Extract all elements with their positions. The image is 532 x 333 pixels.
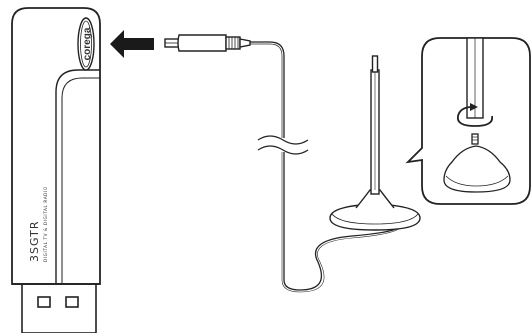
arrow-left-icon [110, 30, 154, 58]
tuner-side-panel [55, 69, 100, 284]
magnetic-antenna [329, 55, 421, 231]
connector-body [177, 34, 227, 52]
brand-name: corega [82, 27, 93, 60]
callout-screw [471, 133, 479, 145]
usb-plug [21, 282, 97, 333]
usb-contact-right [65, 296, 79, 308]
usb-contact-left [37, 296, 51, 308]
antenna-tip [371, 55, 379, 73]
model-name: 3SGTR [28, 221, 41, 262]
rotate-arrow-icon [456, 103, 494, 127]
brand-logo: corega [77, 17, 95, 71]
usb-tuner-device [11, 7, 101, 333]
tuner-side-panel-inner [61, 77, 100, 284]
antenna-base [329, 203, 421, 231]
connector-strain-relief [239, 38, 251, 48]
callout-base [443, 145, 511, 193]
model-subtitle: DIGITAL TV & DIGITAL RADIO [43, 186, 48, 262]
antenna-connector-plug [164, 34, 251, 52]
detail-callout [405, 37, 531, 205]
cable-break-mark-bottom [257, 145, 309, 155]
antenna-cable [250, 41, 403, 293]
cable-break-mark-top [257, 135, 309, 145]
